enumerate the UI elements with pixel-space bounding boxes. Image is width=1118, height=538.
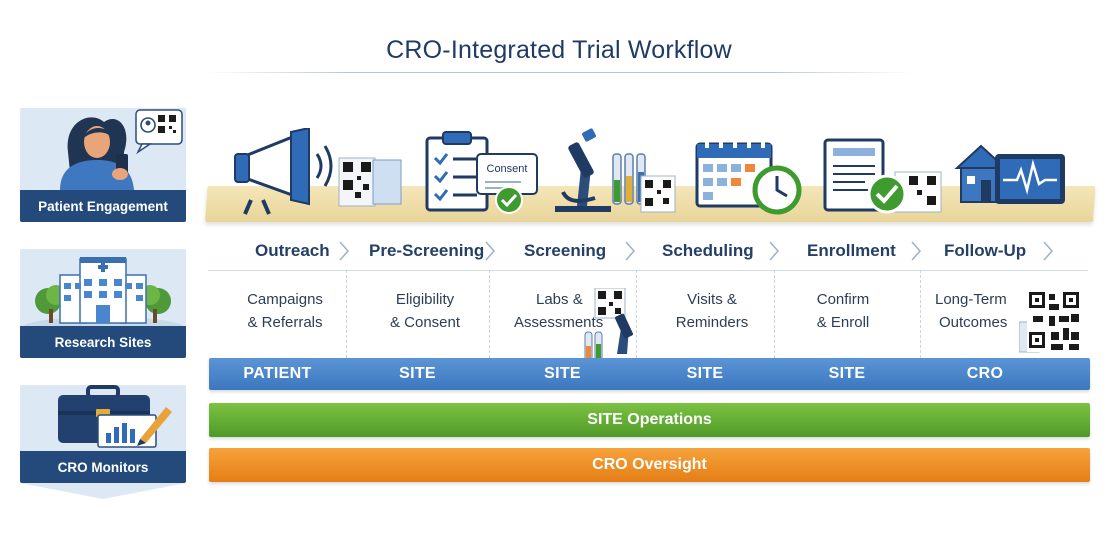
card-pointer	[20, 483, 186, 499]
column-divider	[346, 270, 347, 388]
step-enrollment: Enrollment	[807, 241, 896, 260]
page-title: CRO-Integrated Trial Workflow	[386, 36, 732, 64]
megaphone-icon	[234, 128, 402, 215]
owner-pre-screening: SITE	[399, 365, 436, 382]
hospital-icon	[20, 249, 186, 327]
role-label-sites: Research Sites	[20, 326, 186, 358]
column-divider	[920, 270, 921, 388]
cro-oversight-band: CRO Oversight	[209, 448, 1090, 482]
column-divider	[489, 270, 490, 388]
microscope-icon	[555, 128, 676, 213]
step-outreach: Outreach	[255, 241, 330, 260]
home-monitor-icon	[954, 144, 1065, 204]
role-label-patient: Patient Engagement	[20, 190, 186, 222]
desc-scheduling: Visits &Reminders	[675, 291, 749, 331]
owner-follow-up: CRO	[966, 365, 1004, 382]
chevron-right-icon	[485, 241, 496, 261]
role-label-cro: CRO Monitors	[20, 451, 186, 483]
step-descriptions: Campaigns& Referrals Eligibility& Consen…	[205, 280, 1095, 366]
column-divider	[774, 270, 775, 388]
chevron-right-icon	[339, 241, 350, 261]
column-divider	[636, 270, 637, 388]
title-divider	[205, 72, 915, 73]
enrollment-form-icon	[823, 138, 942, 214]
chevron-right-icon	[769, 241, 780, 261]
patient-phone-icon	[20, 108, 186, 190]
chevron-right-icon	[1043, 241, 1054, 261]
chevron-right-icon	[911, 241, 922, 261]
desc-enrollment: Confirm& Enroll	[816, 291, 870, 331]
role-card-patient: Patient Engagement	[20, 108, 186, 222]
calendar-clock-icon	[695, 138, 802, 215]
step-screening: Screening	[524, 241, 607, 260]
step-pre-screening: Pre-Screening	[369, 241, 485, 260]
site-operations-band: SITE Operations	[209, 403, 1090, 437]
desc-pre-screening: Eligibility& Consent	[389, 291, 461, 331]
chevron-right-icon	[625, 241, 636, 261]
step-scheduling: Scheduling	[662, 241, 754, 260]
owner-outreach: PATIENT	[243, 365, 312, 382]
lab-assessment-icon	[584, 288, 641, 366]
desc-outreach: Campaigns& Referrals	[247, 291, 323, 331]
step-follow-up: Follow-Up	[944, 241, 1027, 260]
qr-code-icon	[1019, 290, 1083, 353]
owner-enrollment: SITE	[828, 365, 866, 382]
briefcase-chart-icon	[20, 385, 186, 451]
owner-screening: SITE	[544, 365, 581, 382]
header-divider	[208, 270, 1088, 271]
desc-screening: Labs &Assessments	[514, 291, 604, 331]
owner-scheduling: SITE	[686, 365, 724, 382]
clipboard-consent-icon	[425, 131, 538, 214]
ownership-bar: PATIENT SITE SITE SITE SITE CRO	[209, 358, 1090, 390]
step-headers: Outreach Pre-Screening Screening Schedul…	[205, 234, 1095, 268]
role-card-sites: Research Sites	[20, 249, 186, 358]
role-card-cro: CRO Monitors	[20, 385, 186, 483]
step-icons: Consent	[234, 128, 1065, 215]
consent-label: Consent	[487, 163, 528, 175]
